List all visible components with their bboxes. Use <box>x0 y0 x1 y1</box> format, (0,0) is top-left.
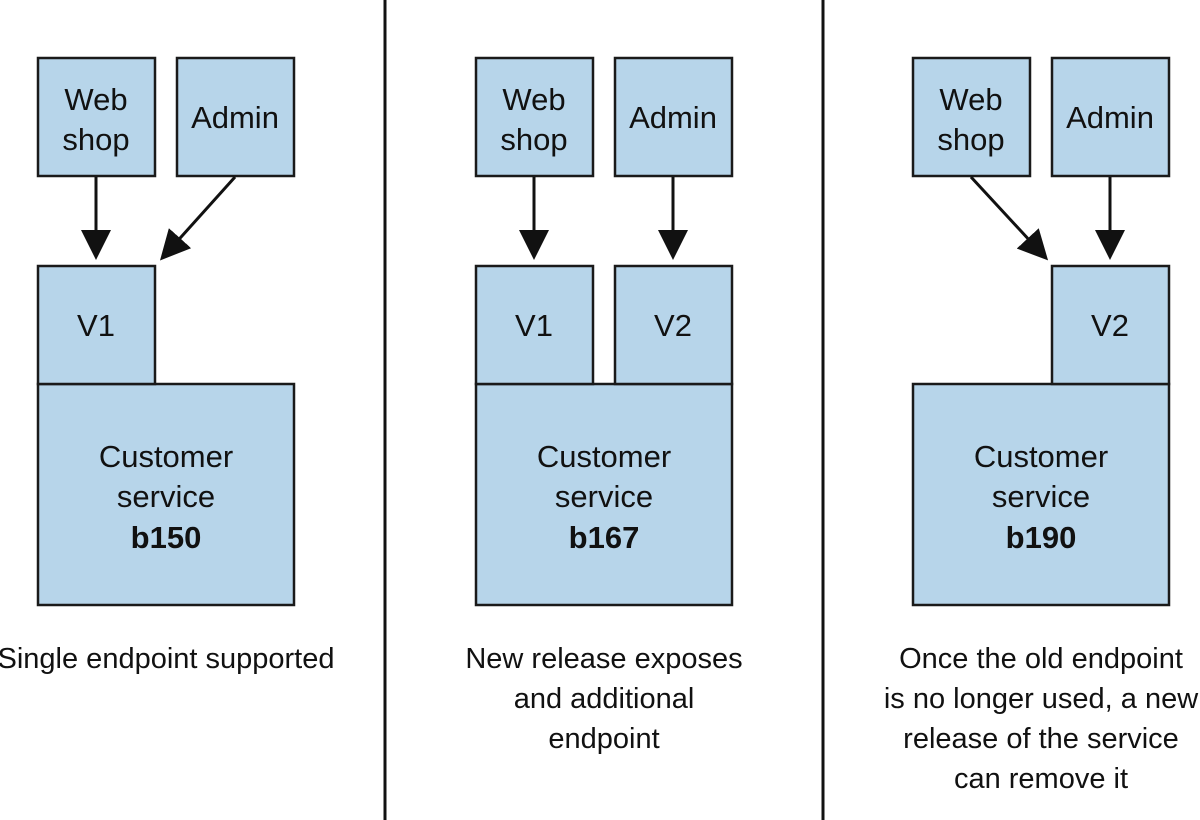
panel-caption: is no longer used, a new <box>884 683 1199 715</box>
panel-caption: endpoint <box>548 723 659 755</box>
panel-2: Web shop Admin V1 V2 Customer service b1… <box>465 56 743 755</box>
panel-3: Web shop Admin V2 Customer service b190 … <box>884 56 1199 795</box>
endpoint-v2-box <box>613 264 734 386</box>
admin-label: Admin <box>191 100 279 135</box>
admin-box <box>175 56 296 178</box>
panel-caption: can remove it <box>954 763 1128 795</box>
panel-caption: Once the old endpoint <box>899 643 1183 675</box>
admin-box <box>1050 56 1171 178</box>
admin-box <box>613 56 734 178</box>
web-shop-label: shop <box>500 122 567 157</box>
web-shop-label: shop <box>62 122 129 157</box>
web-shop-box <box>911 56 1032 178</box>
service-name-label: Customer <box>99 439 233 474</box>
panel-1: Web shop Admin V1 Customer service b150 … <box>0 56 334 675</box>
web-shop-label: shop <box>937 122 1004 157</box>
web-shop-label: Web <box>502 82 565 117</box>
endpoint-v2-label: V2 <box>1091 308 1129 343</box>
service-name-label: service <box>992 479 1090 514</box>
admin-label: Admin <box>1066 100 1154 135</box>
endpoint-v1-box <box>36 264 157 386</box>
endpoint-v1-box <box>474 264 595 386</box>
endpoint-v1-label: V1 <box>77 308 115 343</box>
service-name-label: service <box>555 479 653 514</box>
web-shop-box <box>474 56 595 178</box>
web-shop-label: Web <box>939 82 1002 117</box>
panel-caption: Single endpoint supported <box>0 643 334 675</box>
service-name-label: Customer <box>974 439 1108 474</box>
service-build-label: b190 <box>1006 520 1077 555</box>
arrow-admin-to-v1 <box>159 175 237 261</box>
service-name-label: service <box>117 479 215 514</box>
admin-label: Admin <box>629 100 717 135</box>
arrow-webshop-to-v2 <box>969 175 1049 261</box>
web-shop-label: Web <box>64 82 127 117</box>
customer-service-box <box>474 382 734 607</box>
panel-caption: release of the service <box>903 723 1179 755</box>
customer-service-box <box>911 382 1171 607</box>
customer-service-box <box>36 382 296 607</box>
service-build-label: b167 <box>569 520 640 555</box>
panel-caption: New release exposes <box>465 643 742 675</box>
panel-caption: and additional <box>514 683 695 715</box>
service-name-label: Customer <box>537 439 671 474</box>
web-shop-box <box>36 56 157 178</box>
endpoint-v1-label: V1 <box>515 308 553 343</box>
endpoint-v2-label: V2 <box>654 308 692 343</box>
endpoint-v2-box <box>1050 264 1171 386</box>
service-build-label: b150 <box>131 520 202 555</box>
